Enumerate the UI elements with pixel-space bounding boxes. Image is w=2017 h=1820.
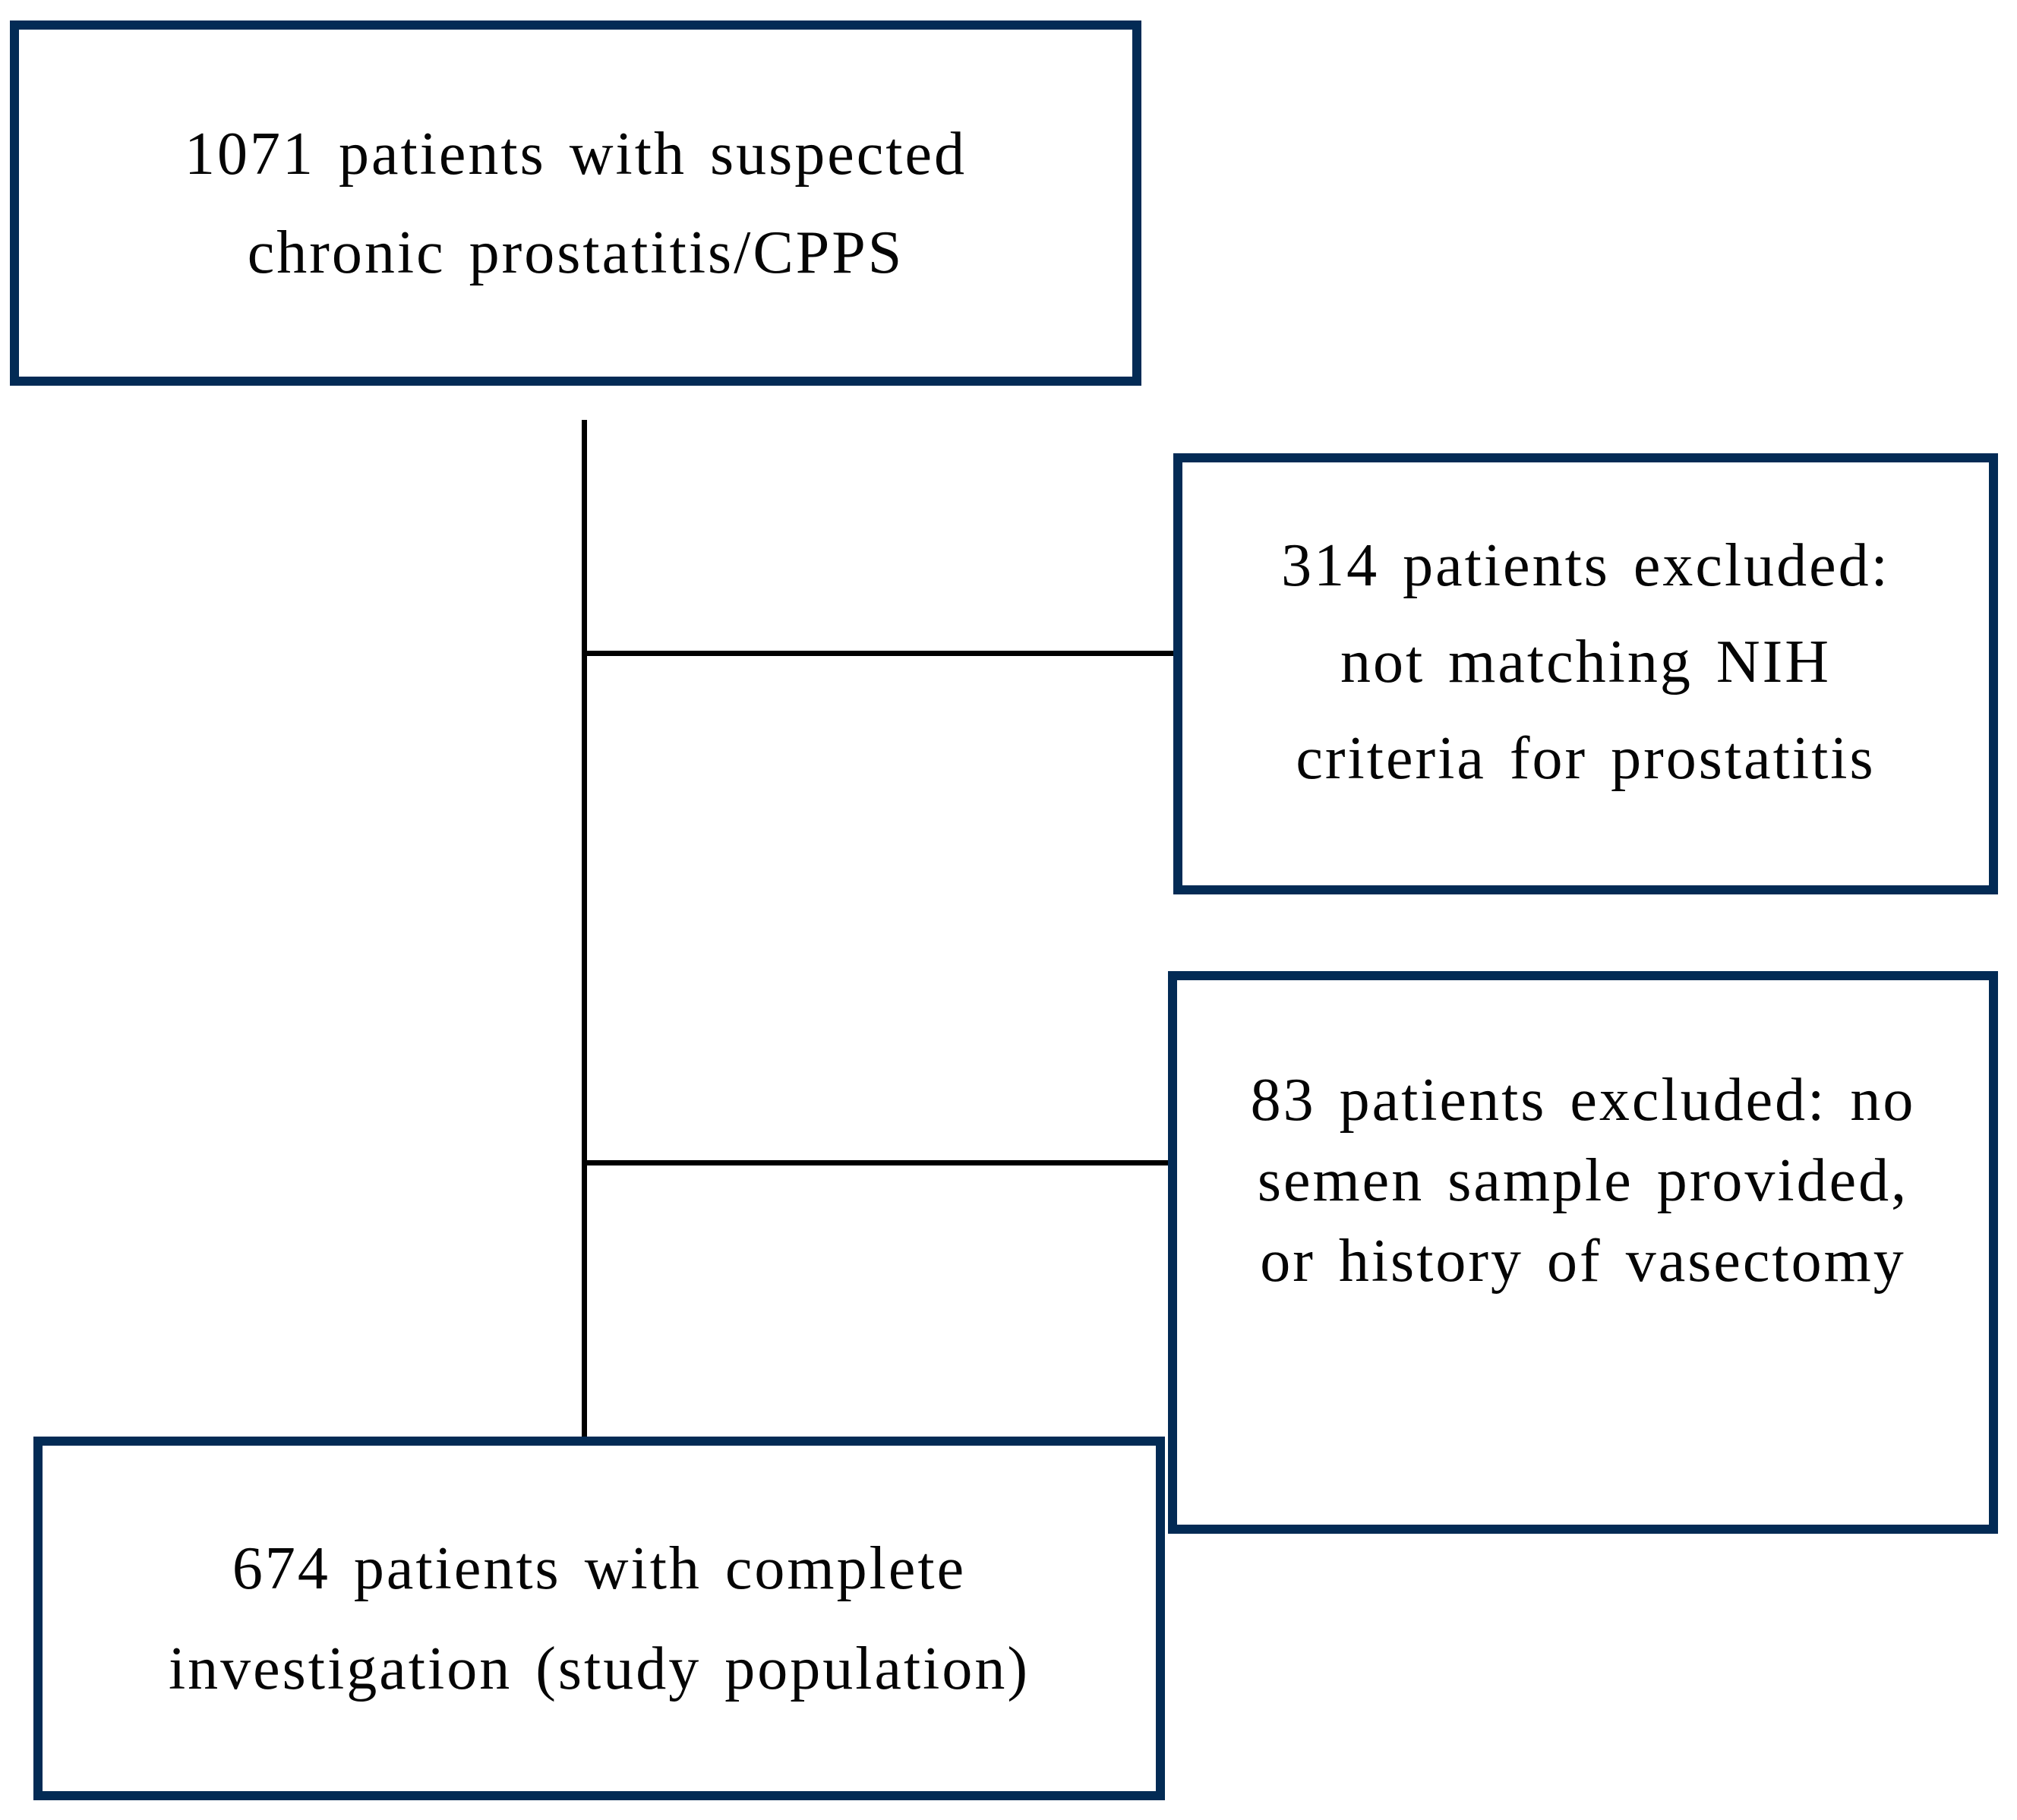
flowchart-box-excluded-no-semen-sample: 83 patients excluded: no semen sample pr… [1168, 971, 1998, 1534]
connector-branch-nih-exclusion [585, 651, 1173, 656]
box-text-line: chronic prostatitis/CPPS [247, 219, 904, 286]
box-text-line: investigation (study population) [168, 1635, 1031, 1702]
box-text-line: semen sample provided, [1257, 1147, 1909, 1214]
box-text-line: 314 patients excluded: [1281, 532, 1890, 599]
box-text-line: 83 patients excluded: no [1250, 1066, 1916, 1134]
box-text-line: not matching NIH [1340, 629, 1832, 696]
box-text-line: 1071 patients with suspected [184, 120, 967, 188]
flowchart-box-excluded-nih: 314 patients excluded: not matching NIH … [1173, 453, 1998, 894]
connector-vertical-line [582, 420, 587, 1437]
box-text-line: or history of vasectomy [1260, 1227, 1906, 1295]
flowchart-box-study-population: 674 patients with complete investigation… [33, 1437, 1165, 1800]
flowchart-box-total-patients: 1071 patients with suspected chronic pro… [10, 21, 1141, 386]
connector-branch-semen-exclusion [585, 1160, 1168, 1165]
box-text-line: criteria for prostatitis [1296, 725, 1876, 792]
box-text-line: 674 patients with complete [232, 1535, 967, 1602]
